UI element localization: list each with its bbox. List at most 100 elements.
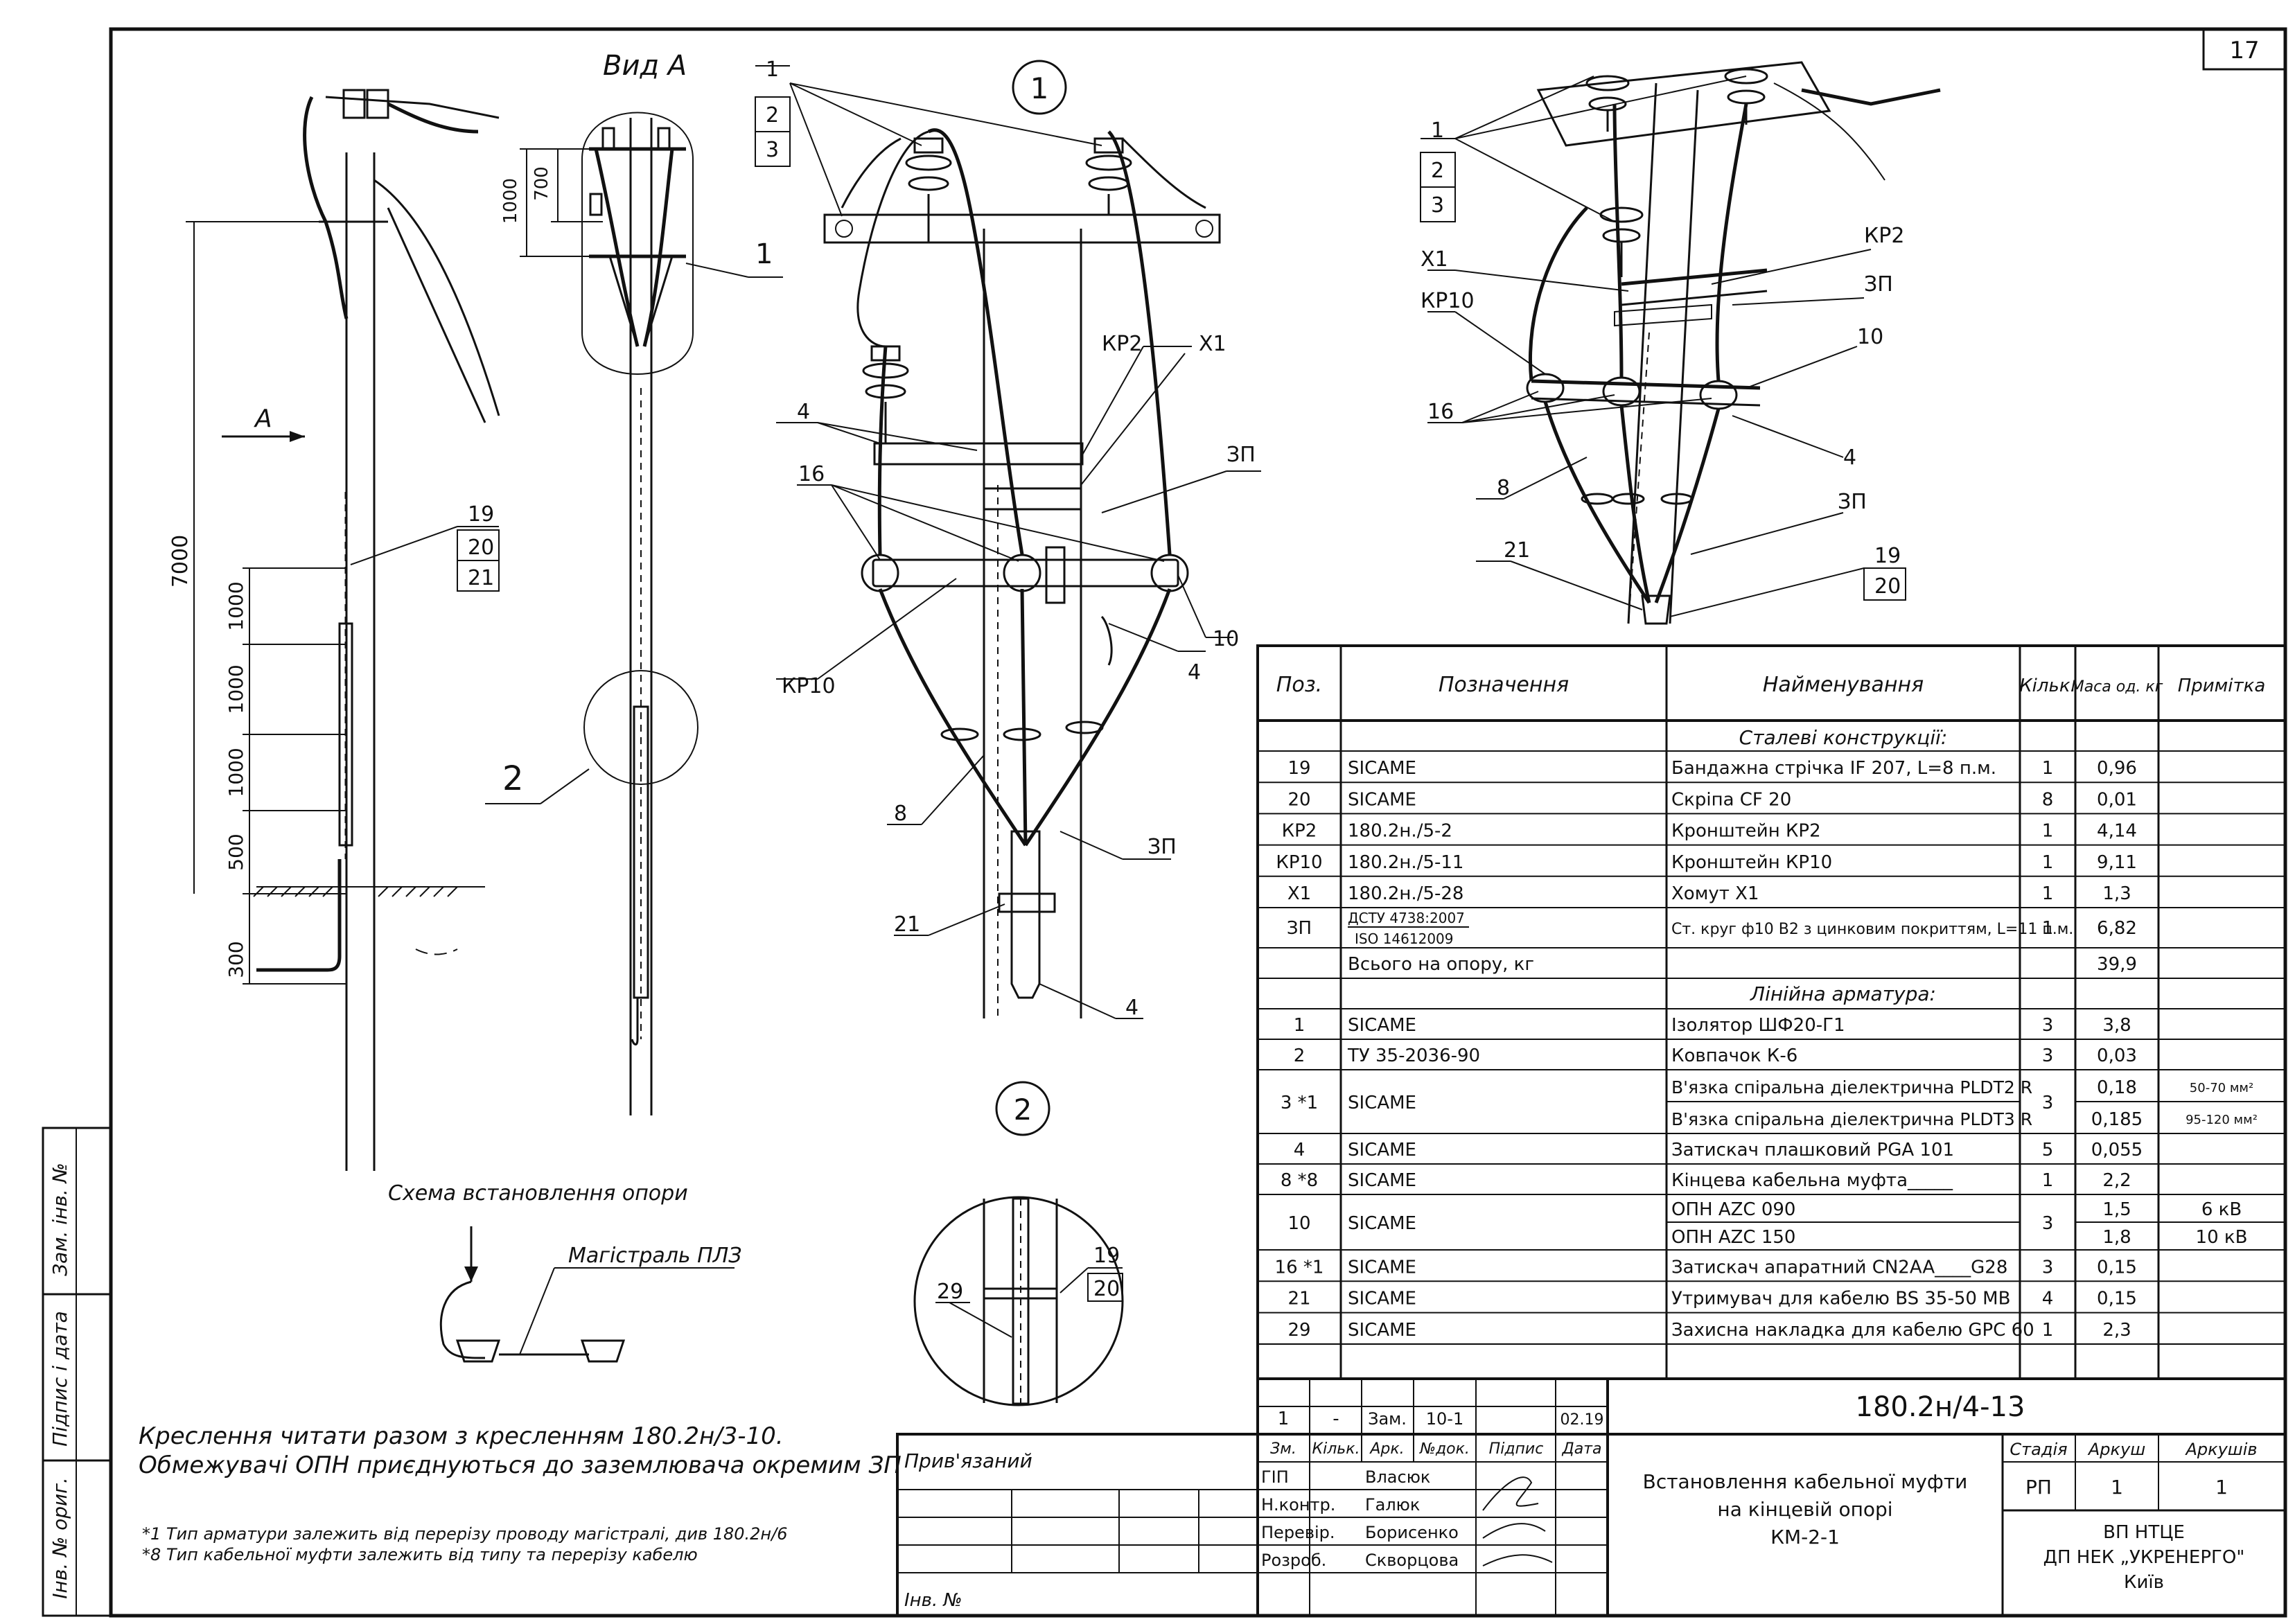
title-person: Власюк — [1365, 1467, 1430, 1487]
row10-mass2: 1,8 — [2102, 1227, 2131, 1248]
table-cell-pos: 2 — [1294, 1045, 1305, 1066]
side-zam-inv: Зам. інв. № — [49, 1163, 71, 1276]
table-cell-name: Ізолятор ШФ20-Г1 — [1671, 1015, 1845, 1036]
row3-qty: 3 — [2042, 1093, 2054, 1113]
dim-1000-a: 1000 — [225, 581, 247, 630]
spec-table: Поз. Позначення Найменування Кільк. Маса… — [1256, 644, 2287, 1380]
th-qty: Кільк. — [2019, 676, 2076, 696]
table-cell-mass: 0,03 — [2097, 1045, 2137, 1066]
hdr-data: Дата — [1562, 1440, 1602, 1458]
callout-4-iso: 4 — [1843, 445, 1856, 470]
table-cell-mass: 0,15 — [2097, 1257, 2137, 1278]
row3-note1: 50-70 мм² — [2190, 1081, 2253, 1095]
rev-date: 02.19 — [1560, 1411, 1604, 1429]
callout-10-iso: 10 — [1857, 325, 1883, 349]
row8-pos: 8 *8 — [1281, 1170, 1318, 1191]
callout-3-iso: 3 — [1431, 193, 1444, 218]
callout-1-view-a: 1 — [755, 238, 773, 270]
row3-mass2: 0,185 — [2091, 1109, 2143, 1130]
table-cell-qty: 3 — [2042, 1045, 2054, 1066]
row3-pos: 3 *1 — [1281, 1093, 1318, 1113]
table-cell-qty: 1 — [2042, 852, 2054, 873]
callout-21-iso: 21 — [1504, 538, 1530, 563]
callout-kr10-iso: КР10 — [1421, 289, 1475, 313]
callout-20-iso: 20 — [1874, 574, 1901, 599]
side-view-pole: А 7000 1000 1000 1000 500 300 19 20 21 — [168, 89, 500, 1171]
th-mass: Маса од. кг — [2071, 678, 2163, 696]
table-cell-pos: Х1 — [1287, 883, 1311, 904]
table-cell-mass: 4,14 — [2097, 821, 2137, 842]
th-pos: Поз. — [1276, 673, 1322, 697]
row10-mass1: 1,5 — [2102, 1199, 2131, 1220]
sheet-number-box — [2202, 28, 2287, 71]
notes: Креслення читати разом з кресленням 180.… — [139, 1422, 902, 1564]
table-cell-name: Скріпа CF 20 — [1671, 789, 1791, 810]
table-cell-pos: 20 — [1287, 789, 1310, 810]
title-line2: на кінцевій опорі — [1717, 1498, 1892, 1521]
callout-zp2-d1: ЗП — [1148, 835, 1177, 859]
table-cell-des: 180.2н./5-28 — [1348, 883, 1463, 904]
callout-kr2-d1: КР2 — [1102, 332, 1142, 356]
callout-1-iso: 1 — [1431, 118, 1444, 143]
callout-x1-iso: Х1 — [1421, 247, 1448, 272]
table-cell-mass: 0,01 — [2097, 789, 2137, 810]
row4-pos: 4 — [1294, 1140, 1305, 1160]
callout-kr2-iso: КР2 — [1864, 224, 1904, 248]
table-cell-qty: 3 — [2042, 1015, 2054, 1036]
row8-qty: 1 — [2042, 1170, 2054, 1191]
table-cell-pos: 1 — [1294, 1015, 1305, 1036]
zp-name: Ст. круг ф10 В2 з цинковим покриттям, L=… — [1671, 921, 2073, 938]
table-cell-mass: 9,11 — [2097, 852, 2137, 873]
hdr-kilk: Кільк. — [1312, 1440, 1360, 1458]
installation-scheme: Схема встановлення опори Магістраль ПЛЗ — [388, 1181, 742, 1363]
table-cell-des: 180.2н./5-2 — [1348, 821, 1452, 842]
footnote-1: *1 Тип арматури залежить від перерізу пр… — [142, 1524, 787, 1544]
table-cell-des: SICAME — [1348, 1320, 1416, 1341]
doc-code: 180.2н/4-13 — [1856, 1391, 2025, 1423]
sheet-val: 1 — [2111, 1476, 2123, 1499]
row10-des: SICAME — [1348, 1213, 1416, 1234]
table-cell-des: SICAME — [1348, 758, 1416, 779]
detail-2-view: 2 29 19 20 — [913, 1081, 1124, 1406]
callout-zp-d1: ЗП — [1226, 443, 1256, 467]
table-cell-name: Ковпачок К-6 — [1671, 1045, 1797, 1066]
table-cell-qty: 8 — [2042, 789, 2054, 810]
row4-des: SICAME — [1348, 1140, 1416, 1160]
hdr-pidpys: Підпис — [1489, 1440, 1544, 1458]
note-line2: Обмежувачі ОПН приєднуються до заземлюва… — [139, 1451, 902, 1479]
callout-4-d1: 4 — [797, 400, 810, 424]
table-cell-des: SICAME — [1348, 1257, 1416, 1278]
org-1: ВП НТЦЕ — [2103, 1522, 2185, 1543]
callout-zp2-iso: ЗП — [1838, 490, 1867, 514]
table-cell-qty: 3 — [2042, 1257, 2054, 1278]
title-role: Н.контр. — [1261, 1495, 1335, 1515]
callout-19-iso: 19 — [1874, 544, 1901, 568]
table-cell-mass: 0,96 — [2097, 758, 2137, 779]
footnote-8: *8 Тип кабельної муфти залежить від типу… — [142, 1545, 698, 1564]
title-role: Перевір. — [1261, 1523, 1335, 1542]
stage: РП — [2025, 1476, 2052, 1499]
callout-4c-d1: 4 — [1125, 996, 1138, 1020]
view-a-title: Вид А — [603, 50, 687, 82]
isometric-view: 1 2 3 Х1 КР10 16 8 21 КР2 ЗП 10 4 ЗП 19 … — [1420, 61, 1941, 625]
row3-name2: В'язка спіральна діелектрична PLDT3 R — [1671, 1109, 2032, 1129]
table-cell-name: Утримувач для кабелю BS 35-50 MB — [1671, 1289, 2010, 1309]
row10-name1: ОПН AZC 090 — [1671, 1199, 1795, 1220]
side-stamp: Зам. інв. № Підпис і дата Інв. № ориг. — [42, 1127, 112, 1617]
table-cell-mass: 3,8 — [2102, 1015, 2131, 1036]
detail-1-marker: 1 — [1030, 71, 1049, 105]
rev-zam: Зам. — [1368, 1409, 1407, 1429]
table-cell-name: Кронштейн КР2 — [1671, 821, 1821, 842]
row4-name: Затискач плашковий PGA 101 — [1671, 1140, 1954, 1160]
table-cell-des: ТУ 35-2036-90 — [1347, 1045, 1480, 1066]
table-cell-pos: 19 — [1287, 758, 1310, 779]
side-pidpys-data: Підпис і дата — [49, 1311, 71, 1447]
sheets-h: Аркушів — [2184, 1440, 2257, 1459]
row10-qty: 3 — [2042, 1213, 2054, 1234]
pryviazanyi: Прив'язаний — [904, 1449, 1032, 1472]
title-person: Борисенко — [1365, 1523, 1459, 1542]
title-role: ГІП — [1261, 1467, 1289, 1487]
row4-qty: 5 — [2042, 1140, 2054, 1160]
callout-2-d1: 2 — [766, 103, 779, 127]
